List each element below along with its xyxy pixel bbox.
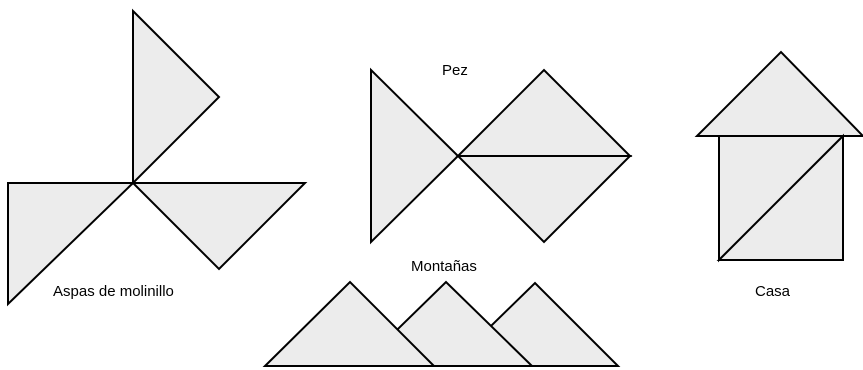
pez-tail-triangle <box>370 67 460 245</box>
casa-label: Casa <box>755 283 791 300</box>
montanas-left-triangle <box>262 280 437 367</box>
pez-label: Pez <box>442 62 468 79</box>
figure-molinillo <box>7 8 308 307</box>
montanas-label: Montañas <box>411 258 477 275</box>
molinillo-triangle-left <box>7 182 136 307</box>
molinillo-triangle-right <box>130 182 308 271</box>
molinillo-label: Aspas de molinillo <box>53 283 174 300</box>
pez-body-lower-triangle <box>455 155 633 244</box>
figure-casa <box>694 50 863 263</box>
casa-wall-lower-triangle <box>716 133 844 261</box>
figure-montanas <box>262 280 621 367</box>
pez-body-upper-triangle <box>455 68 633 157</box>
figure-pez <box>370 67 633 245</box>
molinillo-triangle-top <box>132 8 221 186</box>
casa-roof-triangle <box>694 50 863 137</box>
